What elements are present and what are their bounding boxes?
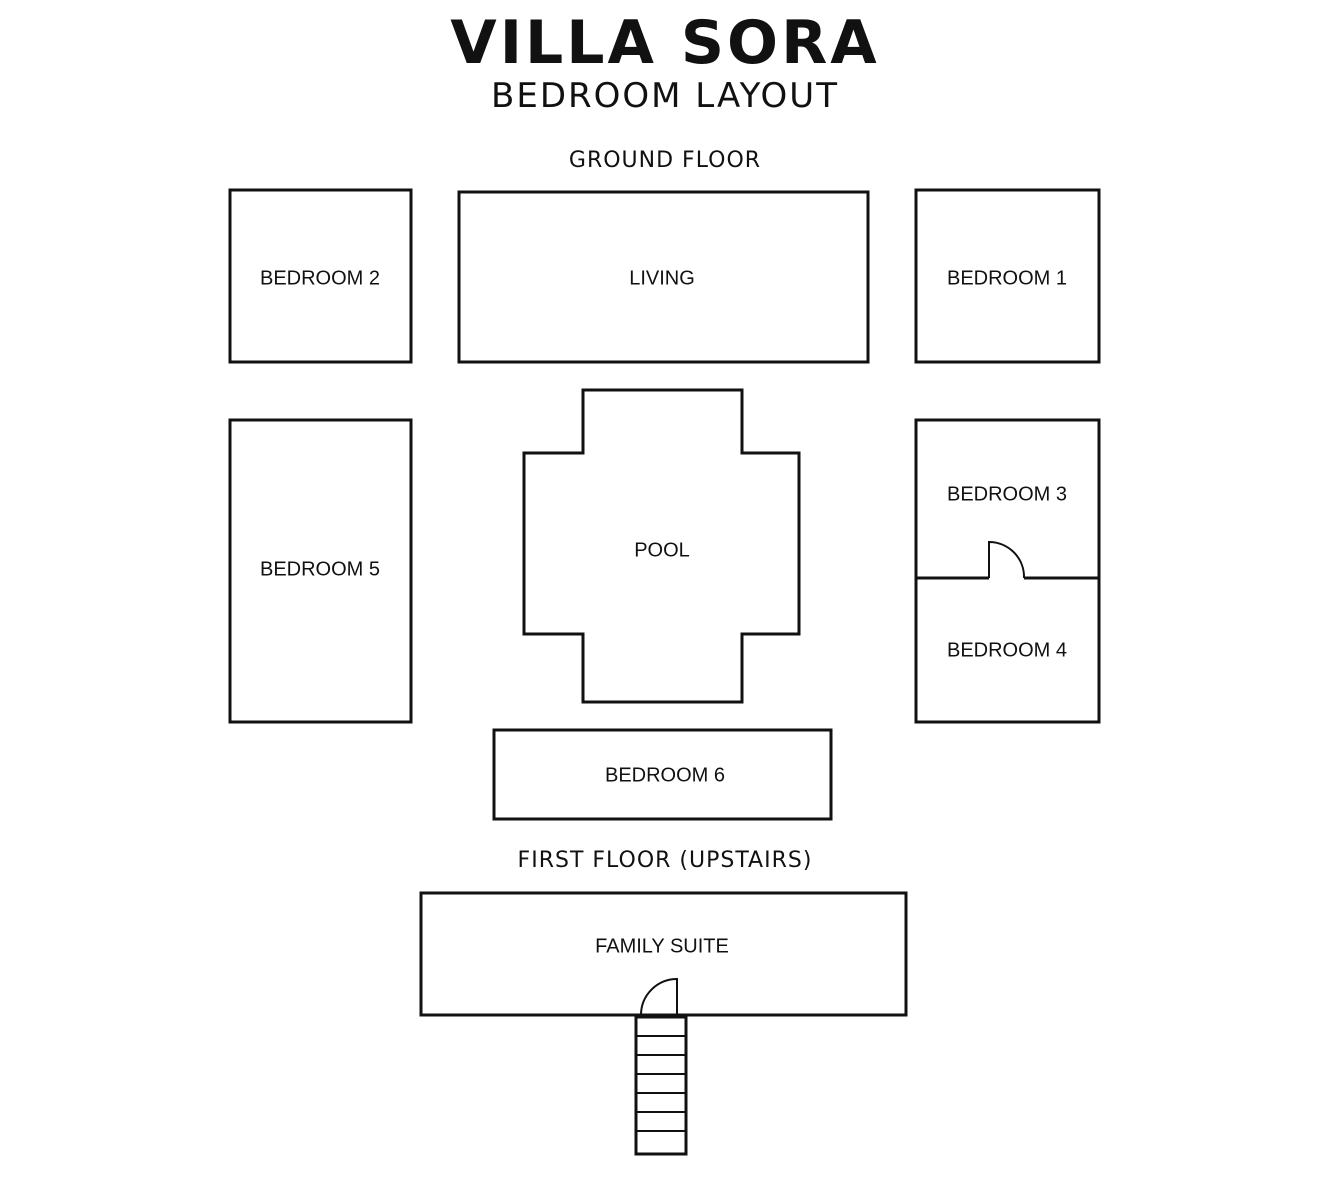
pool-label: POOL [634, 539, 690, 561]
bedroom-1-outline [914, 188, 1101, 364]
ground-floor-heading: GROUND FLOOR [568, 148, 762, 173]
bedroom-6-label: BEDROOM 6 [605, 764, 725, 786]
room-bedroom-6: BEDROOM 6 [492, 728, 833, 821]
bedroom-3-label: BEDROOM 3 [947, 483, 1067, 505]
living-label: LIVING [629, 267, 695, 289]
bedroom-2-outline [228, 188, 413, 364]
room-bedroom-5: BEDROOM 5 [228, 418, 413, 724]
bedroom-5-label: BEDROOM 5 [260, 558, 380, 580]
staircase [634, 1015, 688, 1156]
pool-area: POOL [522, 388, 801, 704]
stair-steps-icon [636, 1035, 686, 1132]
family-suite-outline [419, 891, 908, 1017]
room-family-suite: FAMILY SUITE [419, 891, 908, 1017]
bedroom-3-4-outline [914, 418, 1101, 724]
room-bedroom-1: BEDROOM 1 [914, 188, 1101, 364]
bedroom-4-label: BEDROOM 4 [947, 639, 1067, 661]
bedroom-2-label: BEDROOM 2 [260, 267, 380, 289]
door-swing-icon [640, 977, 678, 1016]
layout-subtitle: BEDROOM LAYOUT [491, 76, 839, 116]
room-bedroom-3-4: BEDROOM 3 BEDROOM 4 [914, 418, 1101, 724]
staircase-outline [634, 1015, 688, 1156]
room-living: LIVING [457, 190, 870, 364]
bedroom-1-label: BEDROOM 1 [947, 267, 1067, 289]
door-swing-icon [988, 540, 1026, 579]
bedroom-5-outline [228, 418, 413, 724]
pool-outline [522, 388, 801, 704]
first-floor-heading: FIRST FLOOR (UPSTAIRS) [517, 848, 813, 873]
room-bedroom-2: BEDROOM 2 [228, 188, 413, 364]
villa-title: VILLA SORA [450, 8, 880, 78]
living-outline [457, 190, 870, 364]
bedroom-6-outline [492, 728, 833, 821]
family-suite-label: FAMILY SUITE [595, 935, 729, 957]
